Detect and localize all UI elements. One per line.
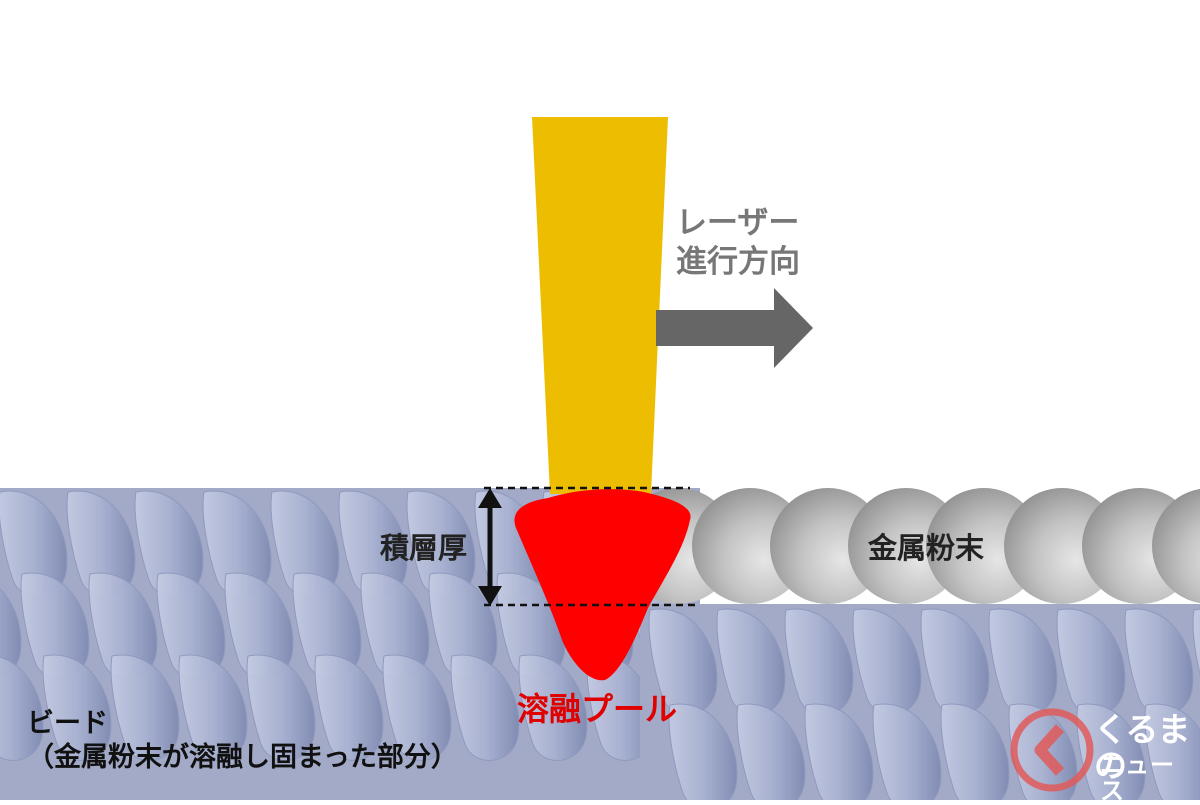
laser-beam (532, 117, 668, 494)
bead-scale (940, 703, 1010, 800)
kurumanonews-logo: くるまの ニュース (1010, 706, 1195, 805)
bead-scale (382, 654, 452, 761)
bead-scale (42, 654, 112, 761)
bead-scale (736, 703, 806, 800)
powder-ball (1152, 488, 1200, 604)
bead-scale (450, 654, 520, 761)
bead-scale (1192, 608, 1200, 676)
bead-scale (246, 654, 316, 761)
layer-thickness-arrow (478, 488, 502, 606)
laser-direction-line-2: 進行方向 (676, 243, 800, 280)
logo-mark-icon (1010, 708, 1094, 792)
logo-subword: ニュース (1100, 751, 1175, 805)
bead-label: ビード （金属粉末が溶融し固まった部分） (27, 707, 458, 775)
melt-pool (514, 489, 691, 681)
substrate-bead (640, 604, 1200, 800)
bead-scale (1144, 703, 1200, 800)
laser-direction-label: レーザー 進行方向 (676, 204, 800, 282)
bead-scale (178, 654, 248, 761)
bead-scale (518, 654, 588, 761)
bead-scale (668, 703, 738, 800)
bead-scale (314, 654, 384, 761)
melt-pool-label: 溶融プール (517, 690, 678, 728)
bead-scale (872, 703, 942, 800)
bead-scale (804, 703, 874, 800)
bead-scale (1076, 703, 1146, 800)
bead-scale (586, 654, 656, 761)
laser-direction-line-1: レーザー (676, 205, 800, 241)
metal-powder-label: 金属粉末 (868, 531, 985, 565)
bead-scale (0, 656, 44, 761)
logo-wordmark: くるまの (1094, 710, 1190, 786)
bead-label-line-2: （金属粉末が溶融し固まった部分） (27, 741, 458, 773)
layer-thickness-label: 積層厚 (380, 531, 468, 565)
bead-label-line-1: ビード (27, 708, 108, 739)
travel-direction-arrow (656, 288, 813, 368)
bead-scale (110, 654, 180, 761)
